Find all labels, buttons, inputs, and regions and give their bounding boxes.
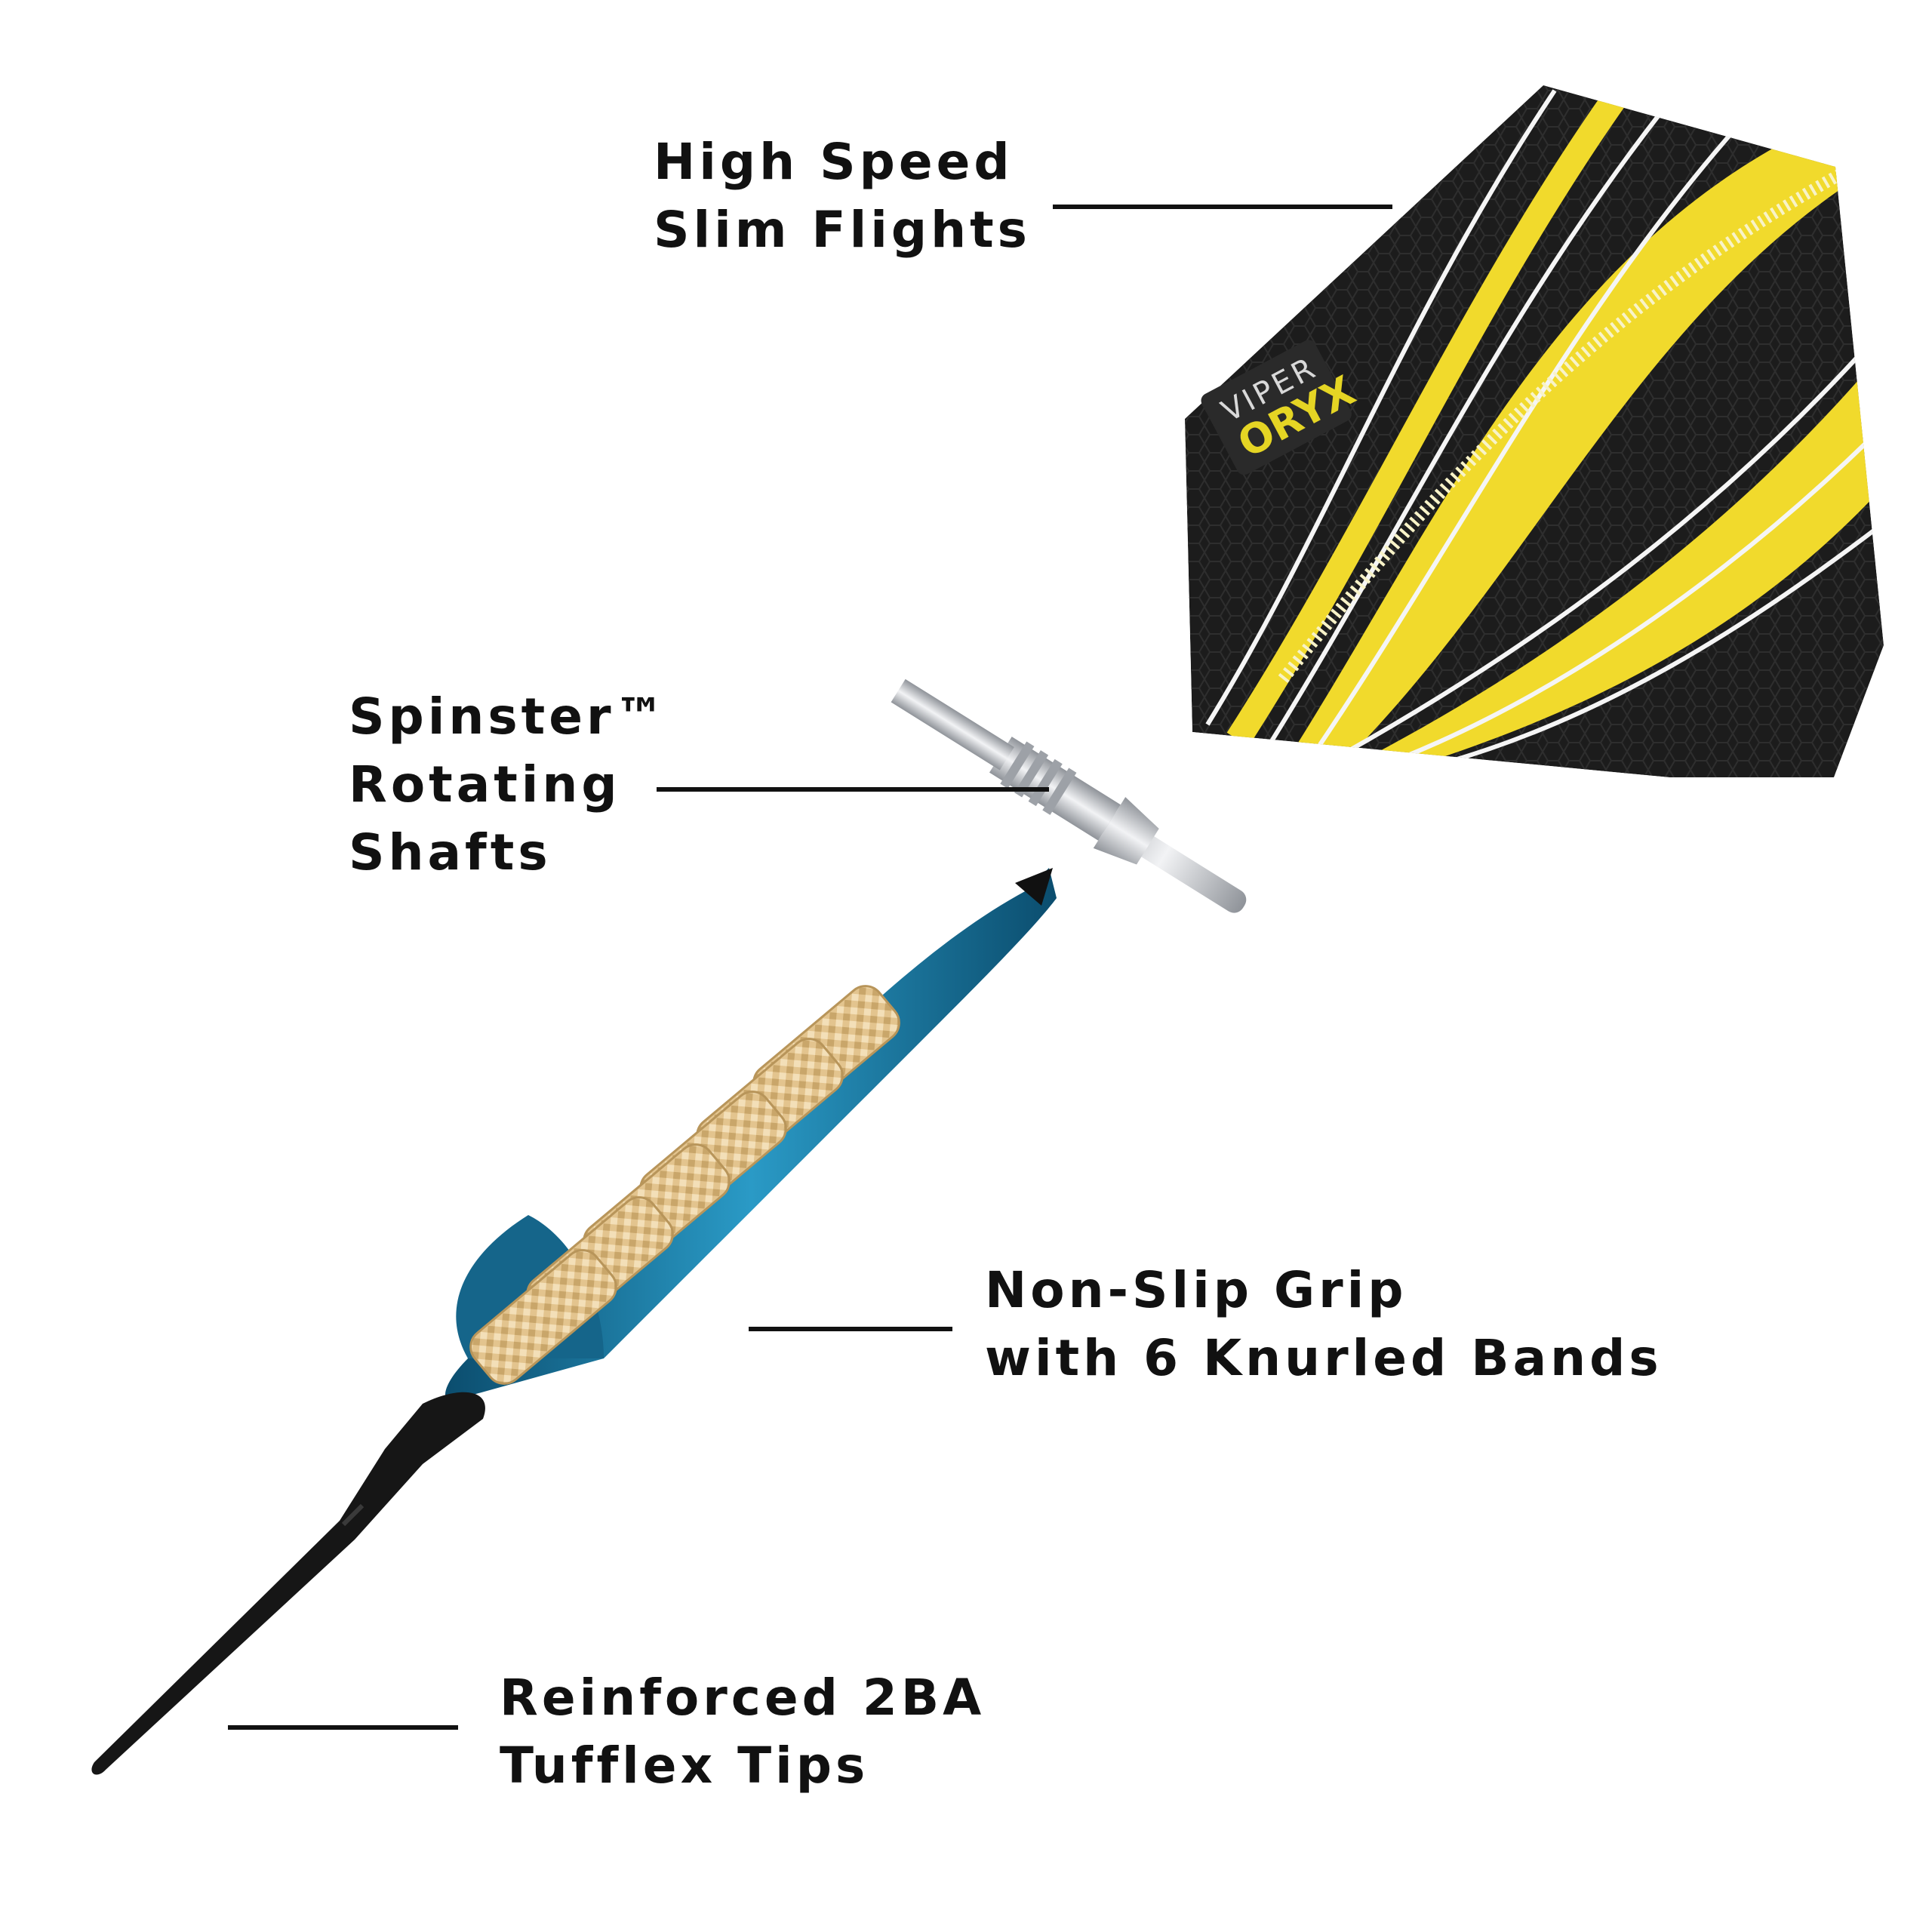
callout-shafts-line3: Shafts xyxy=(349,823,552,881)
callout-tips-line2: Tufflex Tips xyxy=(500,1737,869,1795)
callout-flights-line1: High Speed xyxy=(654,133,1014,191)
soft-tip xyxy=(91,1392,485,1775)
leader-line-grip xyxy=(749,1327,952,1331)
shaft xyxy=(891,678,1247,913)
callout-grip: Non-Slip Grip with 6 Knurled Bands xyxy=(985,1257,1663,1392)
callout-grip-line1: Non-Slip Grip xyxy=(985,1261,1407,1319)
callout-shafts-line2: Rotating xyxy=(349,755,621,814)
knurled-band xyxy=(469,1249,617,1385)
flight xyxy=(1185,85,1884,777)
callout-grip-line2: with 6 Knurled Bands xyxy=(985,1329,1663,1387)
knurled-bands xyxy=(469,985,900,1385)
callout-shafts: Spinster™ Rotating Shafts xyxy=(349,683,669,887)
leader-line-tips xyxy=(228,1725,458,1730)
callout-flights: High Speed Slim Flights xyxy=(654,128,1031,264)
callout-tips: Reinforced 2BA Tufflex Tips xyxy=(500,1664,985,1800)
leader-line-flights xyxy=(1053,205,1392,209)
leader-line-shafts xyxy=(657,787,1049,792)
callout-flights-line2: Slim Flights xyxy=(654,201,1031,259)
callout-tips-line1: Reinforced 2BA xyxy=(500,1669,986,1727)
callout-shafts-line1: Spinster™ xyxy=(349,688,669,746)
